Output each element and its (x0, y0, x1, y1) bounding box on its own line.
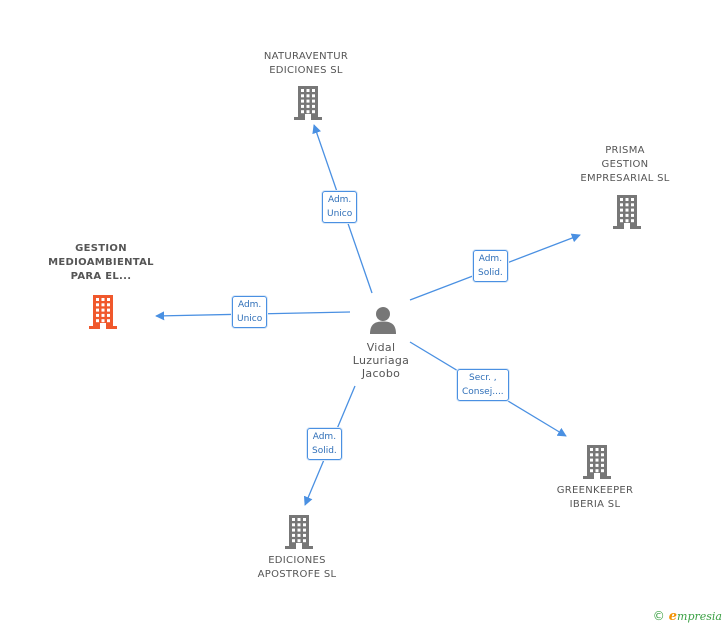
role-badge-line: Consej.... (462, 387, 504, 397)
building-icon-prisma[interactable] (613, 195, 641, 229)
company-label-line: PARA EL... (70, 271, 132, 282)
company-label-line: GREENKEEPER (556, 485, 634, 496)
company-label-gestion[interactable]: GESTION MEDIOAMBIENTAL PARA EL... (31, 242, 171, 284)
role-badge-naturaventur[interactable]: Adm. Unico (322, 191, 358, 223)
company-label-line: GESTION (601, 159, 649, 170)
company-label-apostrofe[interactable]: EDICIONES APOSTROFE SL (227, 554, 367, 582)
empresia-logo: ©empresia (652, 609, 722, 624)
building-icon-apostrofe[interactable] (285, 515, 313, 549)
company-label-line: MEDIOAMBIENTAL (48, 257, 154, 268)
role-badge-greenkeeper[interactable]: Secr. , Consej.... (457, 369, 509, 401)
company-label-prisma[interactable]: PRISMA GESTION EMPRESARIAL SL (555, 144, 695, 186)
company-label-line: IBERIA SL (569, 499, 621, 510)
person-icon[interactable] (370, 307, 396, 334)
company-label-line: APOSTROFE SL (257, 569, 337, 580)
building-icon-greenkeeper[interactable] (583, 445, 611, 479)
role-badge-prisma[interactable]: Adm. Solid. (473, 250, 508, 282)
role-badge-line: Adm. (478, 254, 503, 264)
role-badge-gestion[interactable]: Adm. Unico (232, 296, 268, 328)
company-label-naturaventur[interactable]: NATURAVENTUR EDICIONES SL (236, 50, 376, 78)
role-badge-line: Adm. (237, 300, 262, 310)
role-badge-line: Unico (237, 314, 263, 324)
person-name-line: Luzuriaga (352, 354, 410, 367)
building-icon-gestion[interactable] (89, 295, 117, 329)
person-name-line: Jacobo (361, 367, 401, 380)
person-name-line: Vidal (366, 341, 396, 354)
role-badge-line: Solid. (312, 446, 337, 456)
role-badge-line: Unico (327, 209, 353, 219)
company-label-greenkeeper[interactable]: GREENKEEPER IBERIA SL (525, 484, 665, 512)
role-badge-line: Secr. , (469, 373, 497, 383)
company-label-line: PRISMA (605, 145, 645, 156)
role-badge-line: Adm. (312, 432, 337, 442)
company-label-line: EMPRESARIAL SL (580, 173, 670, 184)
company-label-line: GESTION (75, 243, 127, 254)
role-badge-line: Solid. (478, 268, 503, 278)
company-label-line: EDICIONES (268, 555, 326, 566)
role-badge-line: Adm. (327, 195, 352, 205)
role-badge-apostrofe[interactable]: Adm. Solid. (307, 428, 342, 460)
company-label-line: NATURAVENTUR (263, 51, 349, 62)
company-label-line: EDICIONES SL (269, 65, 343, 76)
building-icon-naturaventur[interactable] (294, 86, 322, 120)
